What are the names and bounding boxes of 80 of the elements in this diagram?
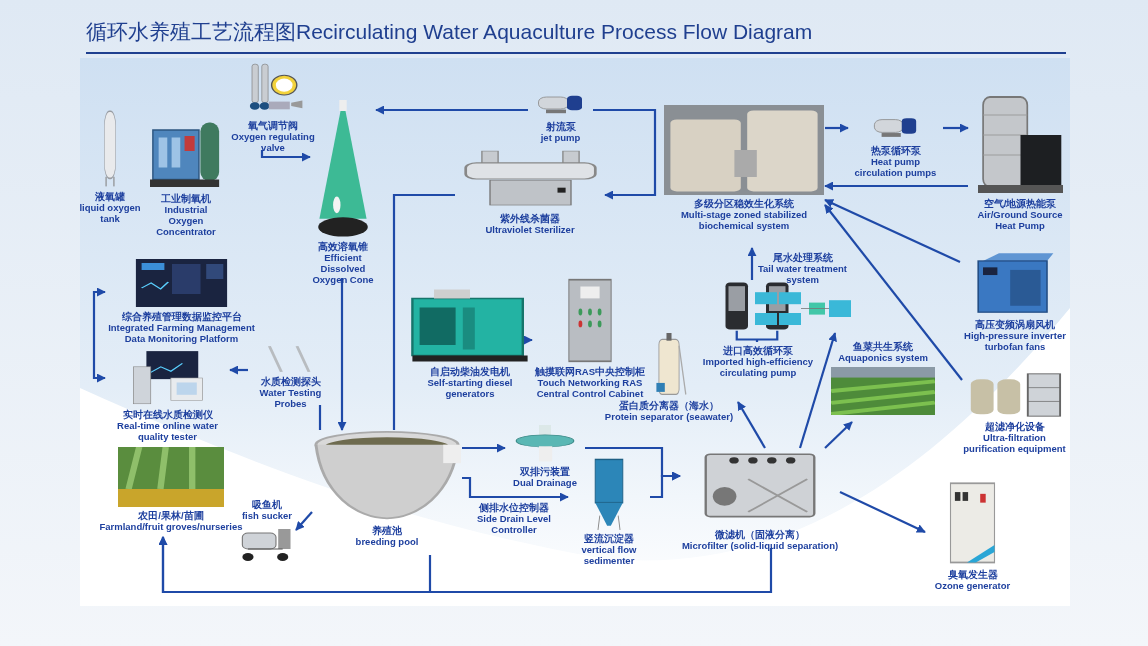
arrow <box>92 287 106 383</box>
english-caption: Ozone generator <box>934 580 1011 592</box>
chinese-caption: 综合养殖管理数据监控平台 <box>121 312 242 323</box>
chinese-caption: 实时在线水质检测仪 <box>122 410 213 421</box>
chinese-caption: 紫外线杀菌器 <box>500 214 560 225</box>
arrow <box>798 332 837 449</box>
english-caption: Farmland/fruit groves/nurseries <box>99 521 243 533</box>
english-caption: Oxygen regulating valve <box>230 131 316 154</box>
chinese-caption: 微滤机（固液分离） <box>715 530 805 541</box>
chinese-caption: 双排污装置 <box>520 467 570 478</box>
arrow <box>158 536 432 594</box>
english-caption: breeding pool <box>355 536 419 548</box>
chinese-caption: 空气/地源热能泵 <box>983 199 1057 210</box>
chinese-caption: 尾水处理系统 <box>772 253 833 264</box>
arrow <box>295 511 313 531</box>
arrow <box>824 204 963 381</box>
english-caption: Ultraviolet Sterilizer <box>485 224 575 236</box>
title: 循环水养殖工艺流程图Recirculating Water Aquaculture Process Flow Diagram <box>86 19 813 45</box>
english-caption: Self-starting diesel generators <box>426 377 514 400</box>
chinese-caption: 自启动柴油发电机 <box>430 367 510 378</box>
english-caption: jet pump <box>540 132 581 144</box>
connector-line <box>318 405 322 430</box>
english-caption: Touch Networking RAS Central Control Cabinet <box>536 377 644 400</box>
english-caption: fish sucker <box>241 510 293 522</box>
arrow <box>824 421 853 449</box>
edge-label: 侧排水位控制器 Side Drain Level Controller <box>476 503 552 536</box>
english-caption: Integrated Farming Management Data Monitoring Platform <box>107 322 256 345</box>
english-caption: Real-time online water quality tester <box>116 420 219 443</box>
chinese-caption: 氧气调节阀 <box>248 121 298 132</box>
arrow <box>824 199 961 263</box>
english-caption: Aquaponics system <box>838 352 928 364</box>
english-caption: liquid oxygen tank <box>78 202 142 225</box>
chinese-caption: 进口高效循环泵 <box>723 346 793 357</box>
english-caption: Ultra-filtration purification equipment <box>962 432 1067 455</box>
english-caption: High-pressure inverter turbofan fans <box>963 330 1067 353</box>
chinese-caption: 热泵循环泵 <box>870 146 921 157</box>
arrow <box>260 150 311 162</box>
chinese-caption: 射流泵 <box>545 122 576 133</box>
chinese-caption: 超滤净化设备 <box>984 422 1045 433</box>
arrow <box>839 491 926 533</box>
arrow <box>824 181 968 191</box>
chinese-caption: 竖流沉淀器 <box>584 534 634 545</box>
chinese-caption: 液氧罐 <box>95 192 125 203</box>
chinese-caption: 农田/果林/苗圃 <box>138 511 204 522</box>
english-caption: Protein separator (seawater) <box>604 411 734 423</box>
chinese-caption: 养殖池 <box>372 526 402 537</box>
chinese-caption: 水质检测探头 <box>260 377 321 388</box>
english-caption: Imported high-efficiency circulating pump <box>702 356 814 379</box>
chinese-caption: 鱼菜共生系统 <box>853 342 913 353</box>
chinese-caption: 多级分区稳效生化系统 <box>694 199 794 210</box>
english-caption: Efficient Dissolved Oxygen Cone <box>311 252 375 286</box>
english-caption: Heat pump circulation pumps <box>853 156 938 179</box>
arrow <box>462 443 506 453</box>
chinese-caption: 吸鱼机 <box>252 500 282 511</box>
english-caption: Dual Drainage <box>513 477 577 489</box>
arrow <box>737 401 766 449</box>
english-caption: Water Testing Probes <box>258 387 323 410</box>
english-caption: vertical flow sedimenter <box>580 544 638 567</box>
chinese-caption: 高效溶氧锥 <box>318 242 368 253</box>
arrow <box>229 365 248 375</box>
english-caption: Microfilter (solid-liquid separation) <box>681 540 839 552</box>
arrow <box>943 123 969 133</box>
chinese-caption: 蛋白质分离器（海水） <box>619 401 719 412</box>
arrow <box>650 471 681 499</box>
arrow <box>825 123 849 133</box>
chinese-caption: 触摸联网RAS中央控制柜 <box>534 367 646 378</box>
chinese-caption: 臭氧发生器 <box>947 570 998 581</box>
chinese-caption: 工业制氧机 <box>161 194 211 205</box>
arrow <box>462 476 569 502</box>
arrow <box>337 278 347 431</box>
connector-line <box>392 193 455 430</box>
english-caption: Multi-stage zoned stabilized biochemical system <box>679 209 809 232</box>
arrow <box>747 247 757 280</box>
arrow <box>593 108 657 200</box>
english-caption: Industrial Oxygen Concentrator <box>155 204 217 238</box>
chinese-caption: 高压变频涡扇风机 <box>975 320 1055 331</box>
arrow <box>523 335 533 345</box>
english-caption: Tail water treatment system <box>756 263 848 286</box>
arrow <box>375 105 528 115</box>
english-caption: Air/Ground Source Heat Pump <box>976 209 1064 232</box>
